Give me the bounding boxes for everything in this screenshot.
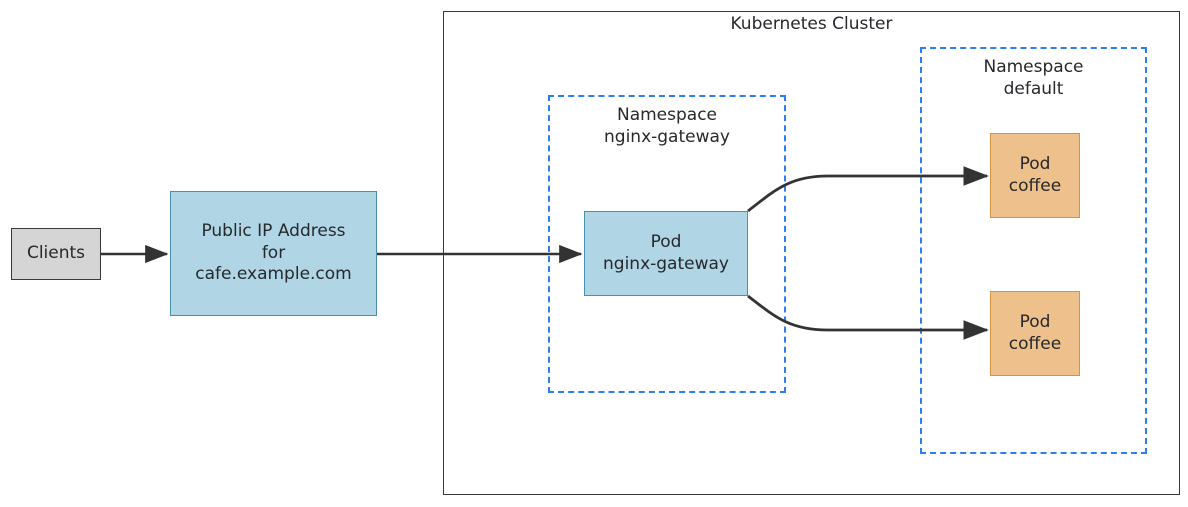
namespace-nginx-gateway-boundary — [548, 95, 786, 393]
pod-nginx-gateway-node[interactable]: Pod nginx-gateway — [584, 211, 748, 296]
public-ip-address-node[interactable]: Public IP Address for cafe.example.com — [170, 191, 377, 316]
pod-coffee-node-2[interactable]: Pod coffee — [990, 291, 1080, 376]
kubernetes-cluster-title: Kubernetes Cluster — [730, 14, 893, 34]
namespace-default-boundary — [920, 47, 1147, 454]
clients-node[interactable]: Clients — [11, 228, 101, 280]
namespace-default-label: Namespace default — [983, 57, 1084, 100]
namespace-nginx-gateway-label: Namespace nginx-gateway — [604, 105, 730, 148]
pod-coffee-node-1[interactable]: Pod coffee — [990, 133, 1080, 218]
